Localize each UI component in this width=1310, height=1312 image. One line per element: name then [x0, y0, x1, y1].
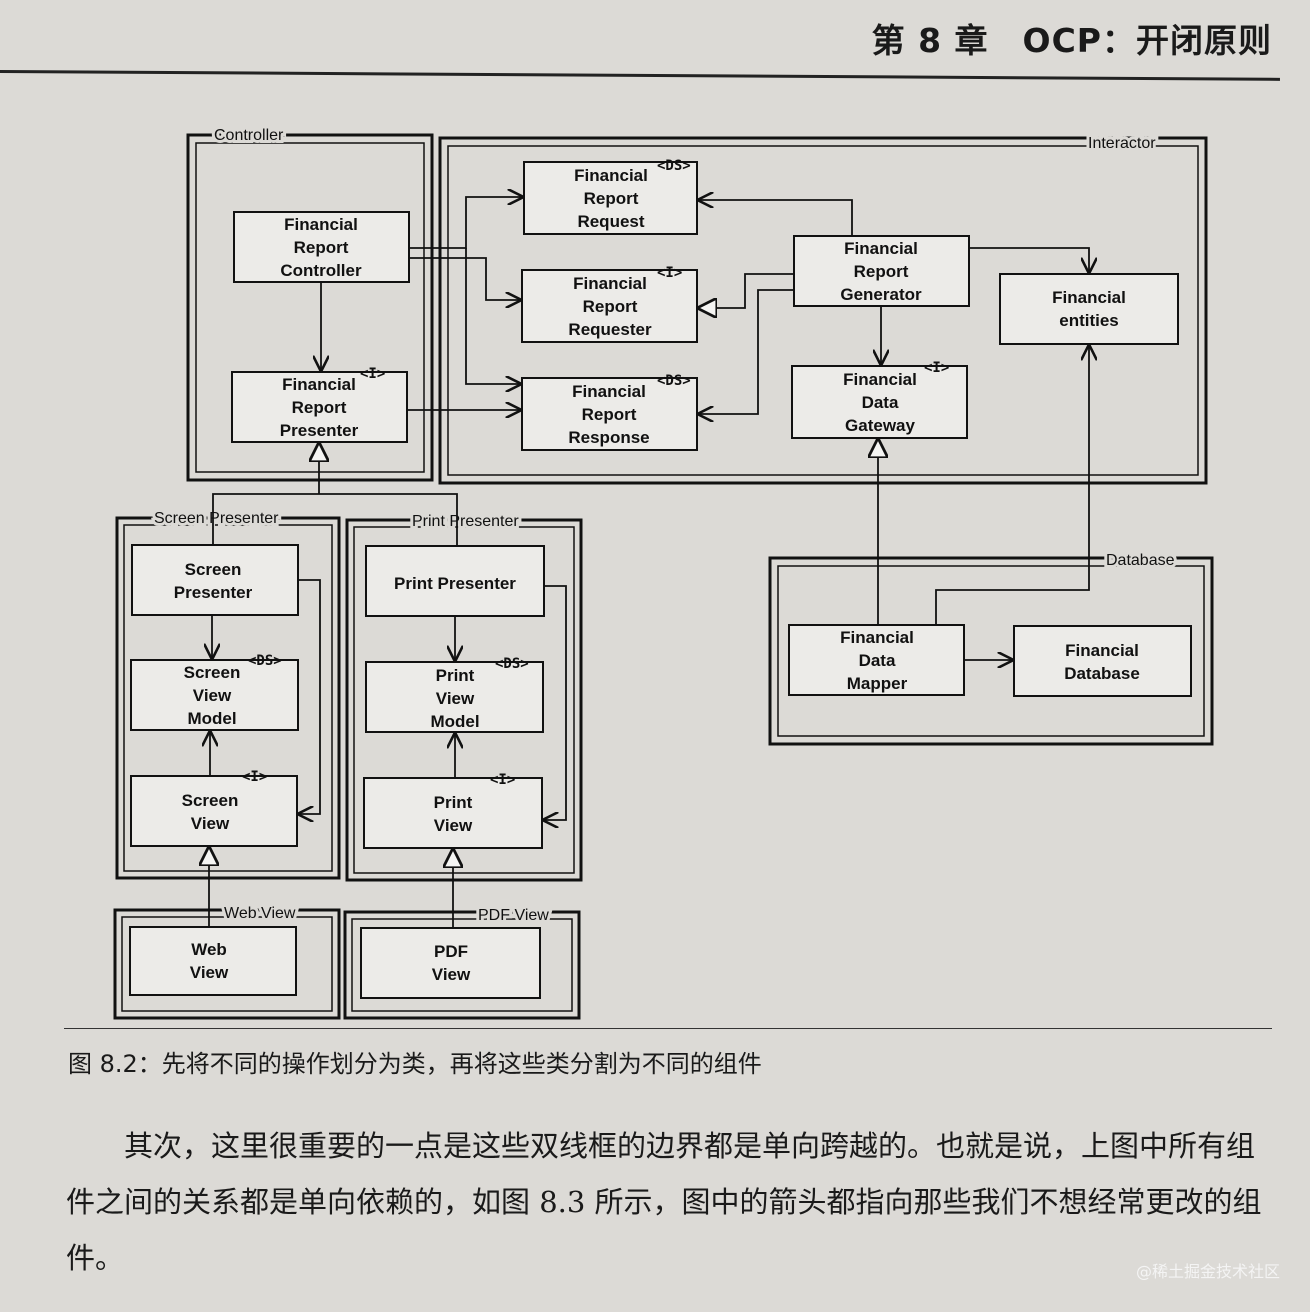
box-screen-presenter	[131, 544, 299, 616]
frame-pdf-view	[343, 910, 581, 1020]
watermark: @稀土掘金技术社区	[1135, 1262, 1280, 1281]
label-frg-1: Financial	[844, 239, 918, 258]
component-diagram: Controller Interactor Screen Presenter P…	[113, 127, 1214, 1020]
box-financial-database	[1013, 625, 1192, 697]
box-print-view-model	[365, 661, 544, 733]
box-financial-data-gateway	[791, 365, 968, 439]
frame-pdf-view-label: PDF View	[478, 907, 549, 924]
label-fe-1: Financial	[1052, 288, 1126, 307]
label-wv-2: View	[190, 963, 229, 982]
label-fe-2: entities	[1059, 311, 1119, 330]
label-wv-1: Web	[191, 940, 227, 959]
dependency-arrows	[209, 197, 1089, 928]
label-frreqr-2: Report	[583, 297, 638, 316]
box-financial-report-request	[523, 161, 698, 235]
box-print-view	[363, 777, 543, 849]
label-frresp-1: Financial	[572, 382, 646, 401]
label-frc-1: Financial	[284, 215, 358, 234]
stereotype-sv: <I>	[242, 769, 267, 785]
frame-screen-presenter	[115, 516, 341, 880]
stereotype-frreq: <DS>	[657, 158, 691, 174]
label-frreq-1: Financial	[574, 166, 648, 185]
label-frreqr-1: Financial	[573, 274, 647, 293]
stereotype-frp: <I>	[360, 366, 385, 382]
label-fdm-1: Financial	[840, 628, 914, 647]
label-frreqr-3: Requester	[568, 320, 652, 339]
label-frreq-2: Report	[584, 189, 639, 208]
label-pv-2: View	[434, 816, 473, 835]
label-pvm-1: Print	[436, 666, 475, 685]
label-frc-2: Report	[294, 238, 349, 257]
stereotype-frreqr: <I>	[657, 265, 682, 281]
frame-controller	[186, 133, 434, 482]
label-sp-1: Screen	[185, 560, 242, 579]
box-web-view	[129, 926, 297, 996]
label-fdm-3: Mapper	[847, 674, 908, 693]
label-svm-2: View	[193, 686, 232, 705]
frame-print-presenter	[345, 518, 583, 882]
label-sp-2: Presenter	[174, 583, 253, 602]
label-frp-1: Financial	[282, 375, 356, 394]
chapter-header: 第 8 章 OCP：开闭原则	[871, 21, 1272, 60]
box-financial-report-response	[521, 377, 698, 451]
frame-database	[768, 556, 1214, 746]
frame-database-label: Database	[1106, 552, 1175, 569]
label-pv-1: Print	[434, 793, 473, 812]
stereotype-frresp: <DS>	[657, 373, 691, 389]
label-fdm-2: Data	[859, 651, 896, 670]
frame-interactor	[438, 136, 1208, 485]
label-pp-1: Print Presenter	[394, 574, 516, 593]
label-fdg-1: Financial	[843, 370, 917, 389]
frame-web-view	[113, 908, 341, 1020]
label-frp-2: Report	[292, 398, 347, 417]
label-frreq-3: Request	[577, 212, 644, 231]
box-screen-view-model	[130, 659, 299, 731]
frame-screen-presenter-label: Screen Presenter	[154, 510, 279, 527]
stereotype-svm: <DS>	[248, 653, 282, 669]
label-sv-1: Screen	[182, 791, 239, 810]
frame-web-view-label: Web View	[224, 905, 296, 922]
box-financial-report-controller	[233, 211, 410, 283]
label-frp-3: Presenter	[280, 421, 359, 440]
label-fdg-2: Data	[862, 393, 899, 412]
frame-interactor-label: Interactor	[1088, 135, 1156, 152]
label-pdfv-1: PDF	[434, 942, 468, 961]
stereotype-fdg: <I>	[924, 360, 949, 376]
figure-caption: 图 8.2：先将不同的操作划分为类，再将这些类分割为不同的组件	[68, 1050, 762, 1078]
box-financial-report-presenter	[231, 371, 408, 443]
label-svm-3: Model	[187, 709, 236, 728]
label-svm-1: Screen	[184, 663, 241, 682]
box-pdf-view	[360, 927, 541, 999]
frame-print-presenter-label: Print Presenter	[412, 513, 519, 530]
label-pvm-3: Model	[430, 712, 479, 731]
label-pvm-2: View	[436, 689, 475, 708]
label-frresp-2: Report	[582, 405, 637, 424]
label-frc-3: Controller	[280, 261, 362, 280]
body-paragraph: 其次，这里很重要的一点是这些双线框的边界都是单向跨越的。也就是说，上图中所有组件…	[66, 1129, 1262, 1275]
box-financial-report-generator	[793, 235, 970, 307]
label-frg-3: Generator	[840, 285, 922, 304]
box-financial-data-mapper	[788, 624, 965, 696]
box-screen-view	[130, 775, 298, 847]
label-fdg-3: Gateway	[845, 416, 915, 435]
stereotype-pvm: <DS>	[495, 656, 529, 672]
label-fdb-2: Database	[1064, 664, 1140, 683]
box-financial-entities	[999, 273, 1179, 345]
label-frg-2: Report	[854, 262, 909, 281]
stereotype-pv: <I>	[490, 772, 515, 788]
caption-rule	[64, 1028, 1272, 1029]
box-financial-report-requester	[521, 269, 698, 343]
label-fdb-1: Financial	[1065, 641, 1139, 660]
frame-controller-label: Controller	[214, 127, 284, 144]
label-frresp-3: Response	[568, 428, 649, 447]
label-pdfv-2: View	[432, 965, 471, 984]
label-sv-2: View	[191, 814, 230, 833]
